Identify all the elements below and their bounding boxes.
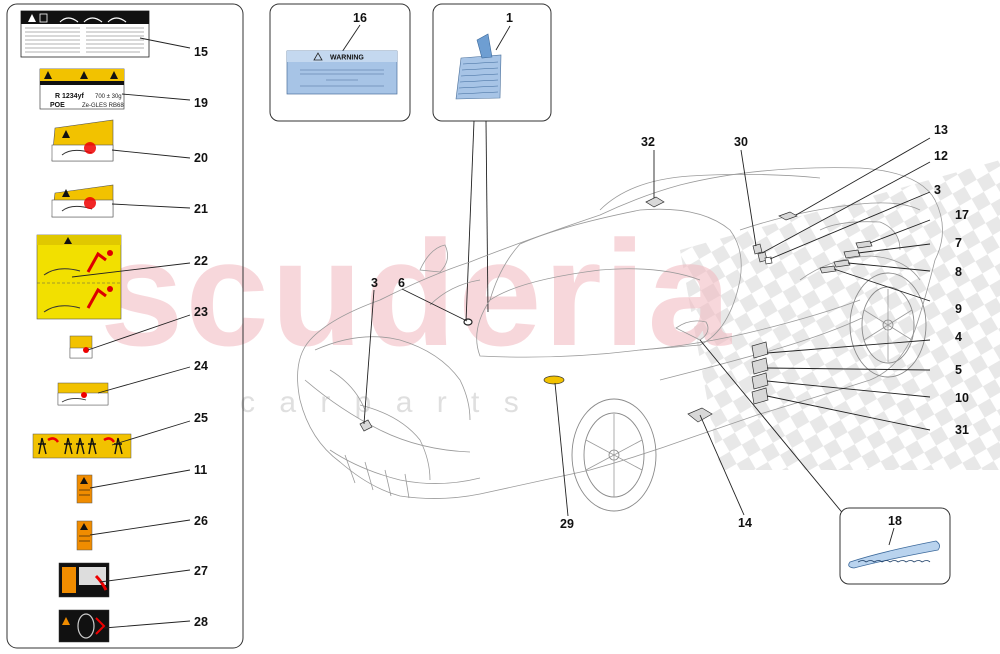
label-19-refrigerant-sticker: R 1234yf 700 ± 30g POE Ze-GLES RB68	[39, 68, 125, 110]
label-11-sticker	[76, 474, 93, 504]
label-21-sticker	[51, 184, 114, 218]
callout-20: 20	[194, 151, 208, 165]
marker-5	[751, 357, 769, 375]
leader-19	[121, 93, 191, 101]
leader-25	[111, 420, 191, 446]
marker-9	[819, 265, 837, 274]
warning-plate-text: WARNING	[330, 55, 364, 62]
left-panel-frame	[6, 3, 244, 649]
car-outline	[297, 167, 943, 512]
callout-7: 7	[955, 236, 962, 250]
oil-type-text: Ze-GLES RB68	[82, 103, 124, 109]
watermark-subtitle: c a r p a r t s	[240, 386, 527, 419]
marker-8	[833, 259, 851, 268]
callout-12: 12	[934, 149, 948, 163]
callout-10: 10	[955, 391, 969, 405]
callout-32: 32	[641, 135, 655, 149]
label-15-sticker	[20, 10, 150, 58]
callout-11: 11	[194, 463, 207, 477]
callout-27: 27	[194, 564, 208, 578]
leader-11	[89, 469, 191, 489]
leader-22	[71, 262, 191, 278]
oil-text: POE	[50, 102, 65, 109]
leader-21	[111, 203, 191, 209]
label-20-sticker	[51, 119, 114, 162]
leader-24	[97, 366, 191, 394]
callout-30: 30	[734, 135, 748, 149]
label-27-sticker	[58, 562, 110, 598]
callout-22: 22	[194, 254, 208, 268]
callout-8: 8	[955, 265, 962, 279]
windscreen-sticker	[455, 33, 502, 100]
callout-5: 5	[955, 363, 962, 377]
front-wheel	[571, 398, 657, 512]
callout-1: 1	[506, 11, 513, 25]
leader-18	[888, 527, 895, 546]
leader-23	[87, 314, 191, 351]
marker-31	[751, 387, 769, 405]
callout-15: 15	[194, 45, 208, 59]
leader-box-16-to-car	[465, 120, 475, 323]
label-24-sticker	[57, 382, 109, 406]
label-26-sticker	[76, 520, 93, 551]
callout-18: 18	[888, 514, 902, 528]
callout-29: 29	[560, 517, 574, 531]
marker-10	[751, 372, 769, 390]
warning-plate: WARNING	[286, 50, 398, 95]
marker-17	[855, 240, 873, 249]
sill-plate-sticker	[848, 540, 940, 569]
callout-4: 4	[955, 330, 962, 344]
label-25-strip	[32, 433, 132, 459]
callout-23: 23	[194, 305, 208, 319]
leader-20	[111, 149, 191, 159]
label-28-sticker	[58, 609, 110, 643]
watermark: scuderia c a r p a r t s	[100, 160, 1000, 470]
refrigerant-text: R 1234yf	[55, 93, 84, 100]
leader-26	[89, 519, 191, 536]
callout-13: 13	[934, 123, 948, 137]
leader-27	[99, 569, 191, 583]
callout-28: 28	[194, 615, 208, 629]
rear-wheel	[849, 272, 927, 378]
label-22-sticker	[36, 234, 122, 320]
leader-box-1-to-car	[485, 120, 489, 313]
label-23-sticker	[69, 335, 93, 359]
watermark-brand: scuderia	[100, 209, 733, 377]
callout-25: 25	[194, 411, 208, 425]
callout-6: 6	[398, 276, 405, 290]
callout-9: 9	[955, 302, 962, 316]
refrigerant-qty-text: 700 ± 30g	[95, 94, 122, 100]
callout-14: 14	[738, 516, 752, 530]
callout-3: 3	[371, 276, 378, 290]
marker-29	[543, 375, 565, 385]
callout-17: 17	[955, 208, 969, 222]
callout-26: 26	[194, 514, 208, 528]
marker-7	[843, 249, 861, 259]
callout-31: 31	[955, 423, 969, 437]
callout-16: 16	[353, 11, 367, 25]
marker-3	[359, 419, 373, 432]
callout-21: 21	[194, 202, 208, 216]
marker-30	[752, 243, 763, 255]
car-leader-lines	[363, 137, 931, 517]
marker-32	[645, 196, 665, 208]
marker-13	[778, 211, 798, 221]
marker-2	[764, 256, 773, 265]
callout-24: 24	[194, 359, 208, 373]
marker-4	[751, 341, 769, 359]
callout-19: 19	[194, 96, 208, 110]
leader-16	[341, 24, 361, 53]
callout-2: 3	[934, 183, 941, 197]
leader-15	[139, 37, 191, 49]
leader-28	[103, 620, 191, 629]
leader-1	[495, 25, 511, 51]
